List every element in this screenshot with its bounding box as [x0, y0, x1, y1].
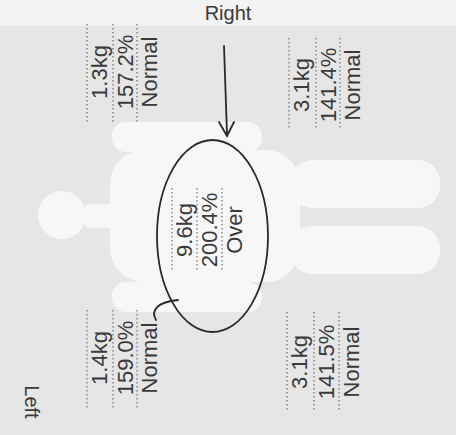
segment-value: 3.1kg: [291, 58, 313, 112]
segment-value: 157.2%: [115, 35, 137, 110]
circle-tail: [154, 300, 178, 320]
segment-value: Normal: [139, 323, 161, 394]
segment-value: 159.0%: [115, 321, 137, 396]
segment-value: Normal: [341, 327, 363, 398]
segment-value: 1.3kg: [89, 45, 111, 99]
segment-value: Normal: [342, 50, 364, 121]
side-label: Left: [22, 385, 42, 418]
segment-value: 141.5%: [316, 325, 338, 400]
segment-value: Over: [224, 206, 246, 254]
segment-value: 9.6kg: [174, 203, 196, 257]
circled-segment: 9.6kg200.4%Over: [155, 138, 270, 334]
segment-value: Normal: [139, 37, 161, 108]
dotted-rules: [87, 24, 340, 412]
segment-value: 200.4%: [199, 193, 221, 268]
segment-value: 3.1kg: [289, 335, 311, 389]
pointer-arrow: [224, 46, 227, 134]
panel-ground: [0, 26, 456, 435]
circle-outline: [157, 140, 268, 332]
arrow-head: [219, 122, 234, 136]
side-label: Right: [205, 3, 252, 23]
segment-value: 1.4kg: [89, 331, 111, 385]
segment-value: 141.4%: [318, 48, 340, 123]
